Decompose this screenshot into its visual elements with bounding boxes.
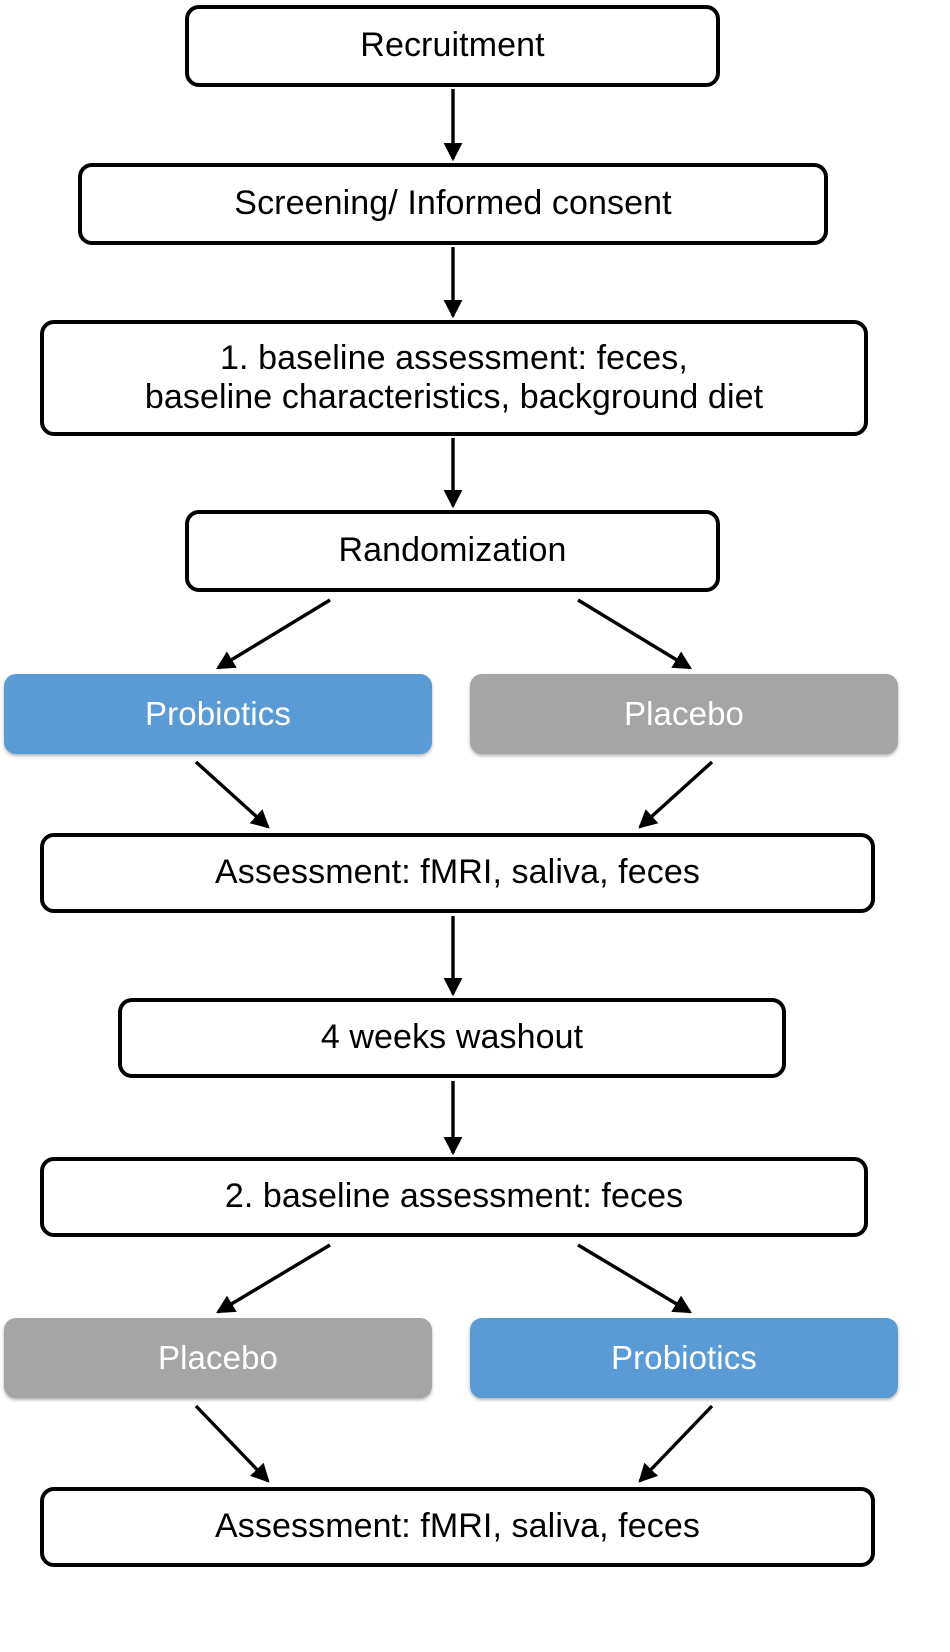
edge-randomization-to-probiotics [216,598,331,670]
node-randomization[interactable]: Randomization [185,510,720,592]
edge-randomization-to-placebo [577,598,692,670]
edge-baseline-2-to-probiotics [577,1243,692,1314]
edge-baseline-2-to-placebo [216,1243,331,1314]
node-assessment-1[interactable]: Assessment: fMRI, saliva, feces [40,833,875,913]
node-placebo-period-2[interactable]: Placebo [4,1318,432,1398]
node-screening-informed-consent[interactable]: Screening/ Informed consent [78,163,828,245]
edge-placebo-2-to-assessment-2 [194,1404,270,1483]
node-placebo-period-1[interactable]: Placebo [470,674,898,754]
node-probiotics-period-2[interactable]: Probiotics [470,1318,898,1398]
node-probiotics-period-1[interactable]: Probiotics [4,674,432,754]
node-recruitment[interactable]: Recruitment [185,5,720,87]
node-baseline-assessment-2[interactable]: 2. baseline assessment: feces [40,1157,868,1237]
node-washout[interactable]: 4 weeks washout [118,998,786,1078]
edge-probiotics-to-assessment-1 [194,760,270,829]
edge-placebo-to-assessment-1 [638,760,714,829]
node-assessment-2[interactable]: Assessment: fMRI, saliva, feces [40,1487,875,1567]
edge-probiotics-2-to-assessment-2 [638,1404,714,1483]
node-baseline-assessment-1[interactable]: 1. baseline assessment: feces, baseline … [40,320,868,436]
